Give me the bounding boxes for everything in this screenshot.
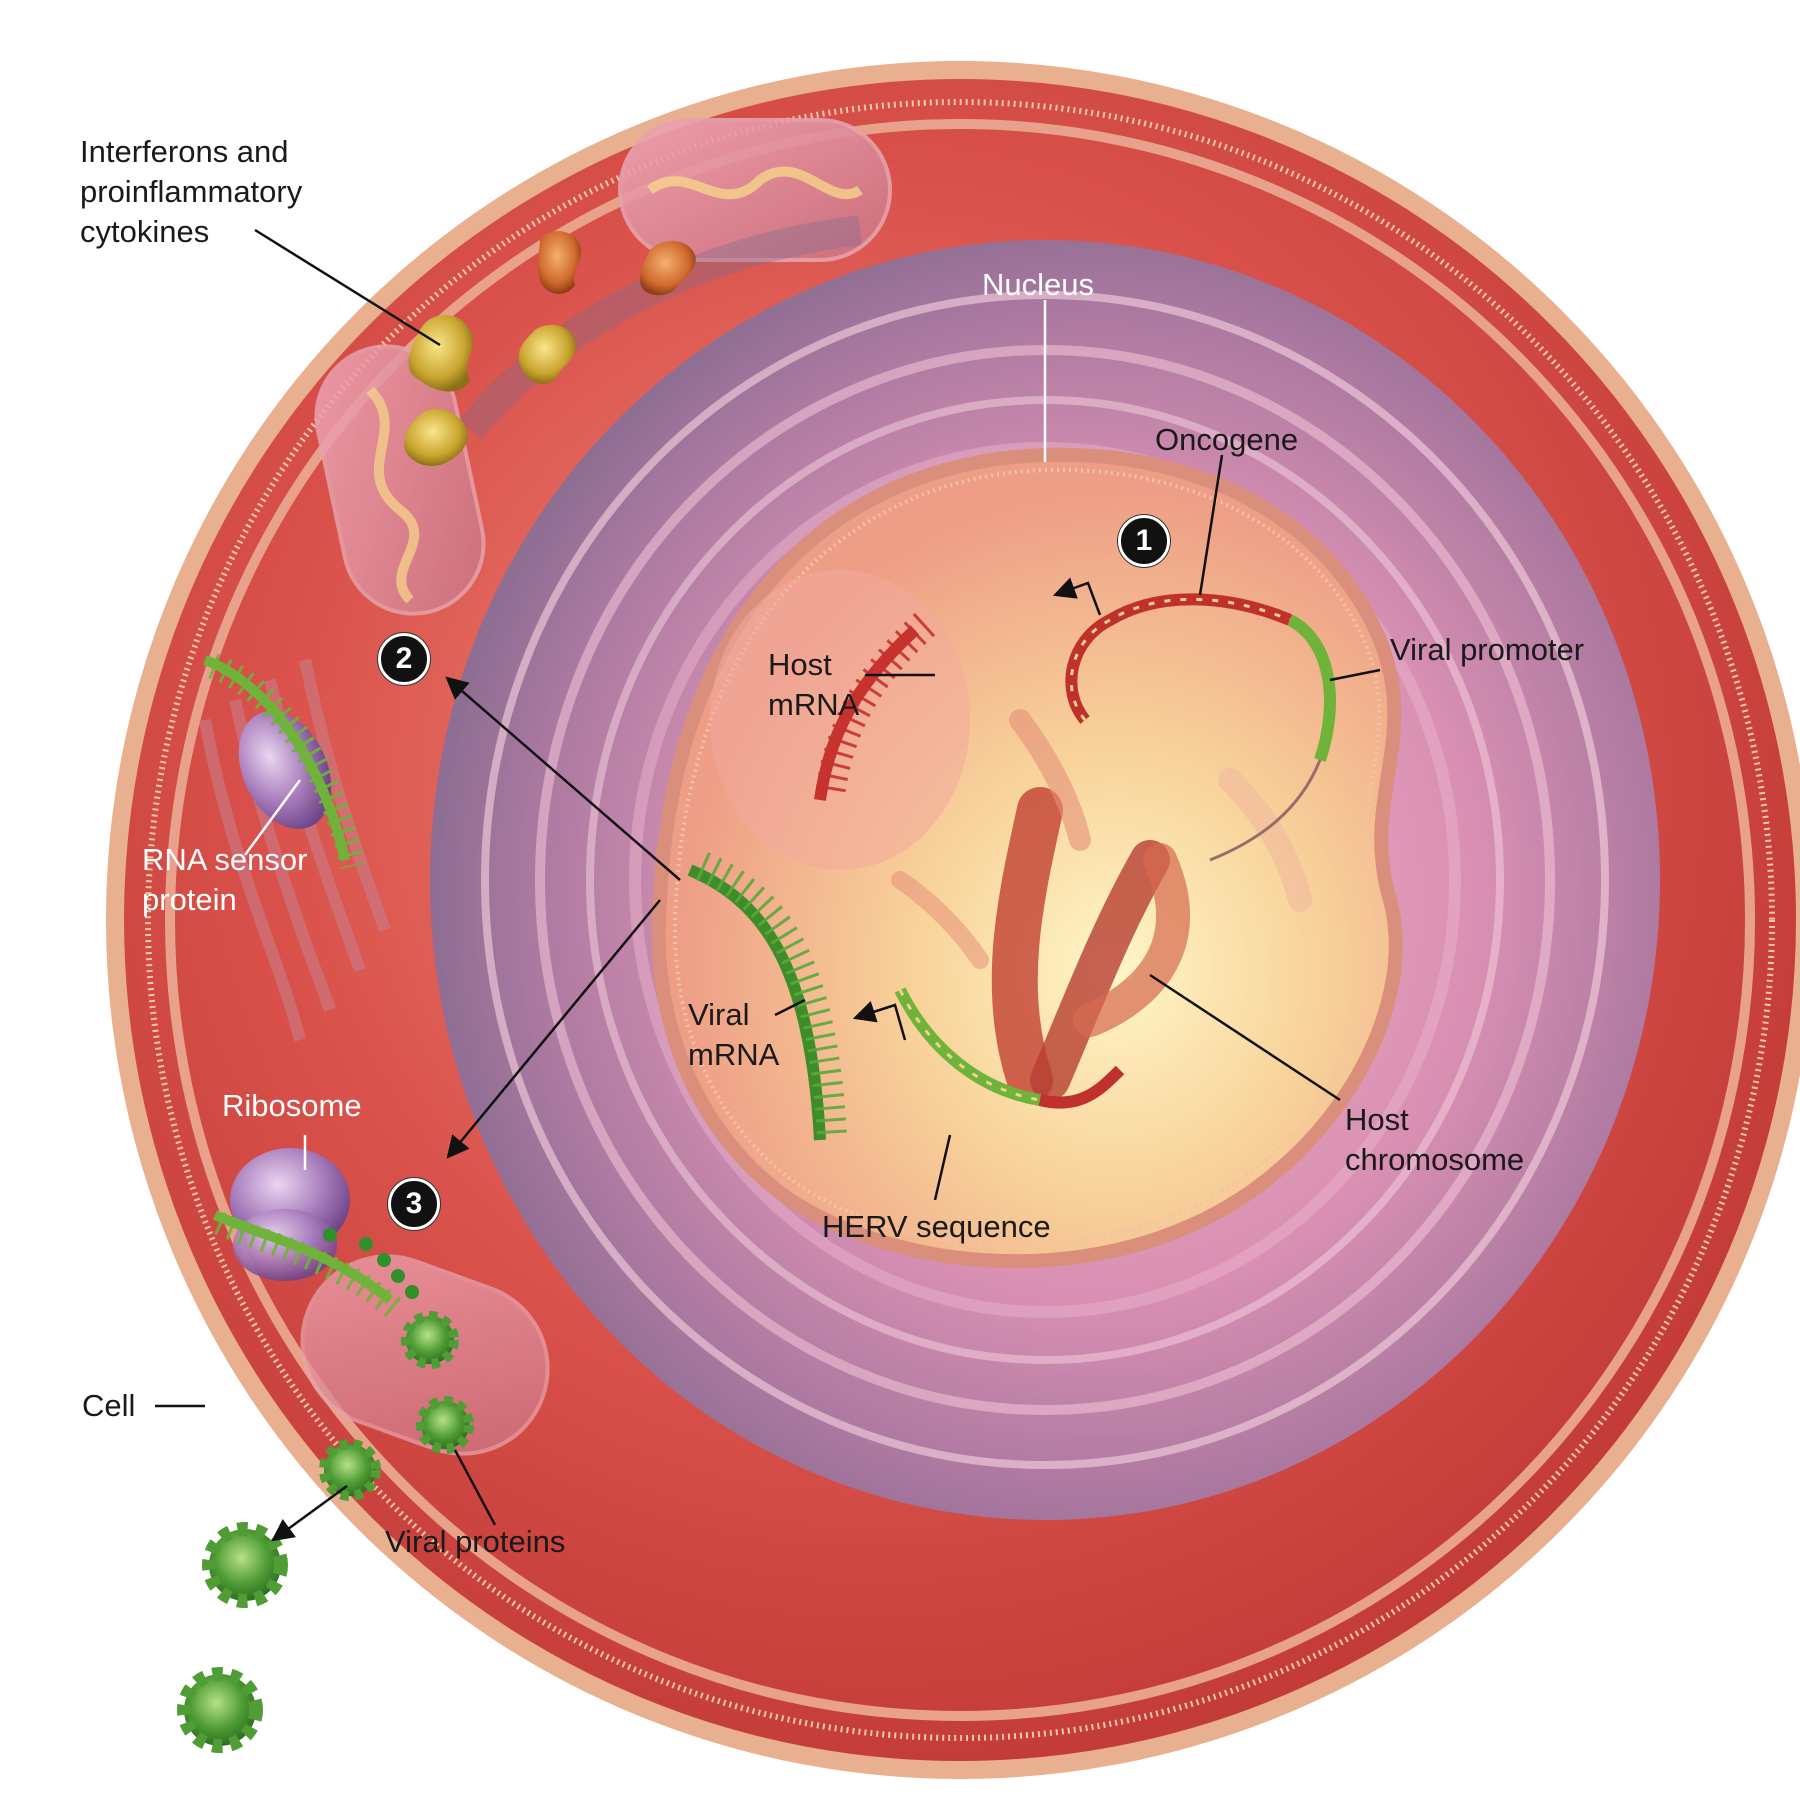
label-interferons-line2: proinflammatory (80, 174, 303, 209)
arrow-to-rna-sensor (445, 676, 681, 881)
process-arrows (271, 577, 1102, 1542)
arrow-transcription-host (1052, 577, 1102, 616)
label-viral-mrna: Viral mRNA (688, 995, 779, 1075)
label-herv-sequence: HERV sequence (822, 1209, 1051, 1244)
label-interferons-line1: Interferons and (80, 134, 289, 169)
label-interferons-line3: cytokines (80, 214, 210, 249)
label-host-chromosome: Host chromosome (1345, 1100, 1524, 1180)
label-rna-sensor-line1: RNA sensor (142, 842, 308, 877)
host-mrna (814, 612, 936, 801)
cytokines (404, 230, 696, 466)
ribosome-complex (212, 1148, 419, 1318)
label-interferons: Interferons and proinflammatory cytokine… (80, 132, 302, 252)
label-cell: Cell (82, 1388, 136, 1423)
rna-sensor-complex (203, 653, 366, 869)
label-viral-mrna-line2: mRNA (688, 1037, 780, 1072)
label-host-mrna-line1: Host (768, 647, 832, 682)
label-host-chromosome-line1: Host (1345, 1102, 1409, 1137)
label-oncogene: Oncogene (1155, 422, 1299, 457)
arrow-transcription-viral (852, 1001, 907, 1041)
label-viral-mrna-line1: Viral (688, 997, 750, 1032)
step-2-badge: 2 (378, 633, 430, 685)
label-host-mrna: Host mRNA (768, 645, 859, 725)
label-viral-proteins: Viral proteins (385, 1524, 566, 1559)
label-nucleus: Nucleus (982, 267, 1094, 302)
label-ribosome: Ribosome (222, 1088, 362, 1123)
arrow-to-ribosome (446, 899, 661, 1159)
label-host-mrna-line2: mRNA (768, 687, 860, 722)
host-chromosomes (891, 709, 1312, 1103)
step-1-badge: 1 (1118, 515, 1170, 567)
viral-mrna-nuclear (687, 852, 847, 1141)
label-viral-promoter: Viral promoter (1390, 632, 1585, 667)
label-rna-sensor: RNA sensor protein (142, 840, 307, 920)
label-rna-sensor-line2: protein (142, 882, 237, 917)
step-3-badge: 3 (388, 1178, 440, 1230)
leader-lines (155, 228, 1381, 1526)
arrow-protein-export (271, 1484, 348, 1542)
label-host-chromosome-line2: chromosome (1345, 1142, 1525, 1177)
dna-loop (894, 593, 1336, 1109)
viral-proteins (177, 1311, 474, 1753)
